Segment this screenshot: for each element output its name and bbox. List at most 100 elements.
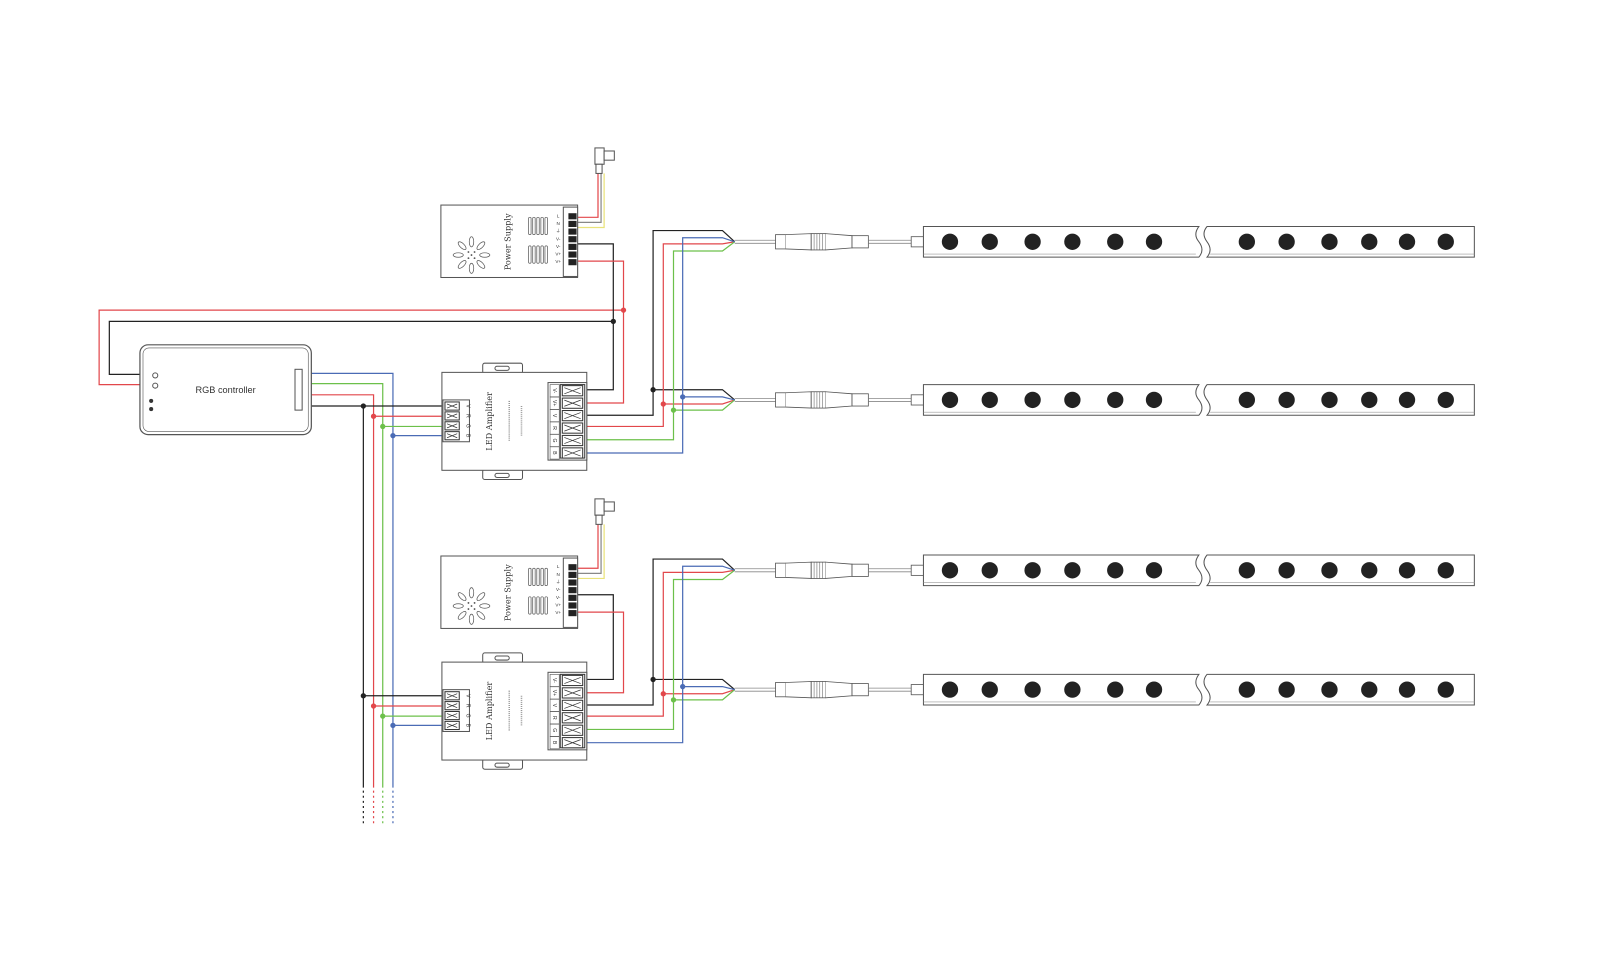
fan-blade [479,603,491,609]
led-icon [1024,233,1041,250]
fan-hole [473,608,476,610]
connector-sleeve [775,562,787,578]
strip-segment-left [922,384,1203,416]
led-icon [1321,681,1338,698]
strip-segment-left [922,554,1203,587]
bus-black-wire [311,405,364,786]
controller-inner-outline [142,347,309,432]
psu-terminal-label: ⏚ [556,228,561,234]
psu-terminal-screw [568,243,577,250]
junction-dot [660,401,666,407]
psu-terminal-label: N [557,572,560,577]
indicator-led-icon [152,382,159,389]
junction-dot [380,423,386,430]
fan-hole [470,254,473,256]
strip-segment-left [922,225,1203,258]
output-terminal-label: V+ [551,400,557,406]
mains-neutral-wire [577,173,602,224]
led-icon [1107,391,1124,409]
led-icon [981,681,998,698]
controller-body [139,344,312,436]
plug-head [603,150,615,161]
strip-feed-wire [586,565,735,744]
strip-feed-wire [586,569,735,717]
mains-ground-wire [577,524,605,580]
psu-terminal-label: N [557,221,560,226]
screw-cross-icon [564,424,581,432]
screw-cross-icon [564,677,581,684]
led-icon [1107,681,1124,698]
vent-slot [536,567,540,586]
output-terminal-label: V [551,414,557,418]
amplifier-label: LED Amplifier [484,682,494,741]
end-cap [910,564,924,576]
screw-cross-icon [564,689,581,697]
input-terminal-label: V [464,694,470,698]
psu-label: Power Supply [502,564,512,621]
led-icon [1437,681,1454,698]
connector-sleeve [775,682,787,698]
fan-blade [457,260,467,269]
psu-terminal-label: ⏚ [556,579,561,585]
led-icon [1238,233,1256,250]
input-terminal-label: G [464,714,470,718]
psu-v-minus-wire [577,243,614,391]
output-terminal-label: B [551,451,557,455]
led-icon [1278,391,1295,409]
input-terminal-label: B [464,434,470,438]
junction-dot [390,432,396,439]
vent-slot [540,245,544,264]
connector-body [825,391,853,409]
led-icon [1398,681,1416,698]
strip-branch-wire [682,685,735,691]
connector-nut [810,233,826,251]
connector-sleeve [851,683,869,697]
fan-blade [452,252,464,258]
strip-segment-left [922,673,1203,706]
output-terminal-label: R [551,426,557,430]
fan-blade [457,241,467,250]
output-terminal-label: G [551,439,557,443]
junction-dot [670,407,677,413]
fan-blade [468,587,475,599]
junction-dot [660,691,666,697]
psu-body [440,555,579,629]
strip-feed-wire [586,237,735,454]
screw-cross-icon [564,701,581,709]
vent-slot [544,567,548,586]
strip-branch-wire [653,389,736,401]
led-icon [981,562,998,579]
strip-branch-wire [653,678,736,691]
input-terminal-label: G [464,424,470,428]
led-icon [1145,233,1163,250]
connector-body [785,561,812,579]
mains-neutral-wire [577,524,602,574]
rgb-controller: RGB controller [139,344,312,436]
fan-hole [467,602,470,604]
controller-label: RGB controller [196,385,256,395]
fan-hole [473,602,476,604]
mains-plug-icon [594,147,615,174]
psu-terminal-label: V- [556,236,561,241]
screw-cross-icon [564,387,581,395]
psu-body [440,204,579,279]
junction-dot [670,697,677,703]
fan-blade [476,241,486,250]
led-icon [941,562,959,579]
junction-dot [680,394,686,400]
psu-terminal-screw [568,587,577,594]
psu-v-minus-wire [577,594,614,681]
fan-hole [467,257,470,260]
controller-output-terminal [294,368,303,411]
psu-v-plus-wire [577,260,625,404]
bus-blue-wire [311,372,394,786]
led-strip-assembly-1 [734,225,1475,258]
connector-sleeve [851,563,869,577]
led-icon [1145,391,1163,409]
psu-terminal-screw [568,220,577,227]
psu-terminal-label: V+ [555,252,561,257]
fan-hole [467,608,470,610]
strip-feed-wire [586,558,736,706]
output-terminal-label: B [551,741,557,745]
